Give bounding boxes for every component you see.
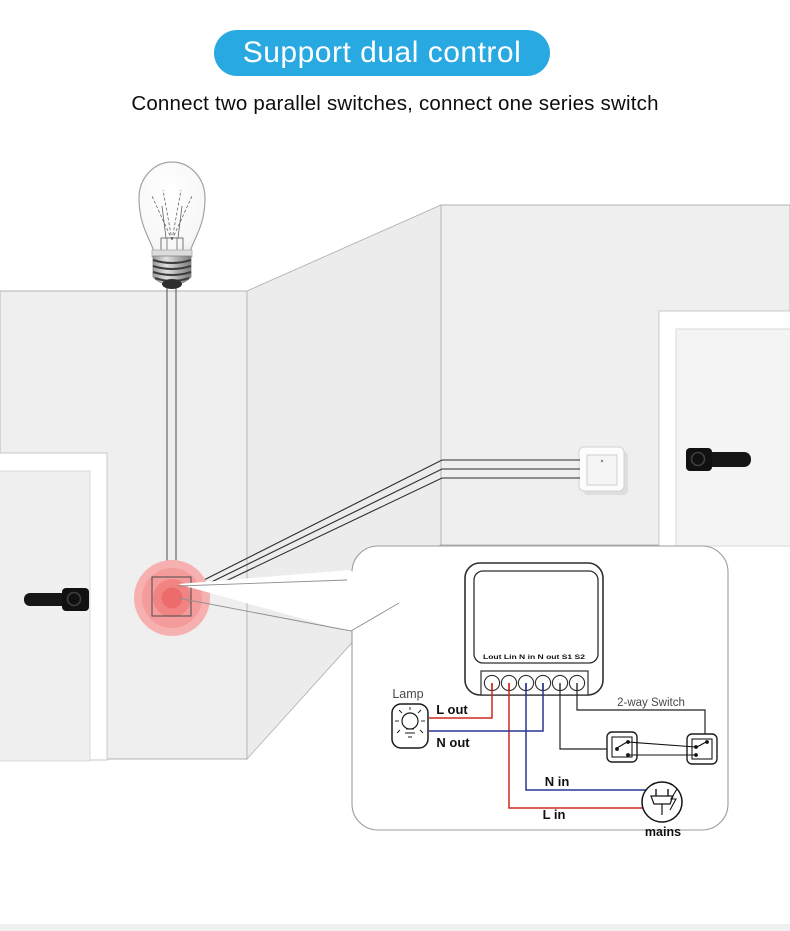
subtitle: Connect two parallel switches, connect o… [131,92,659,115]
right-2way-switch [686,733,718,765]
wire-l-out [429,683,493,719]
wire-l-in [508,683,643,809]
title-banner: Support dual control [214,30,550,76]
lightning-bolt-icon [669,788,678,811]
bulb-wires [166,285,177,578]
zoom-callout: Lout Lin N in N out S1 S2 [177,545,729,839]
smart-switch-dot [134,560,210,636]
left-door-panel [0,470,91,762]
wire-s2 [576,683,706,735]
diagram-wires [429,683,706,809]
right-door [658,310,790,547]
lamp-icon [391,703,429,749]
l-out-label: L out [436,702,468,717]
wire-n-out [429,683,544,732]
light-bulb [138,161,206,289]
l-in-label: L in [543,807,566,822]
wire-s1 [559,683,608,750]
terminal-labels: Lout Lin N in N out S1 S2 [483,655,586,661]
switch-module: Lout Lin N in N out S1 S2 [464,562,604,696]
banner-title: Support dual control [242,36,522,69]
right-door-handle [686,448,751,471]
junction-box-outline [151,576,192,617]
right-door-panel [675,328,790,547]
zoom-wedge [178,570,400,632]
mains-symbol [641,781,683,823]
left-2way-switch [606,731,638,763]
left-door [0,452,108,762]
n-out-label: N out [436,735,470,750]
left-door-handle [24,588,89,611]
n-in-label: N in [545,774,570,789]
traveler-wires [616,741,707,756]
wire-n-in [525,683,646,791]
mains-label: mains [645,825,681,839]
two-way-switches [606,731,718,765]
bottom-strip [0,924,790,931]
lamp-label: Lamp [392,687,423,701]
two-way-switch-label: 2-way Switch [617,697,685,709]
switch-wires [185,459,580,600]
wall-switch [578,446,628,495]
terminal-strip [480,670,589,696]
